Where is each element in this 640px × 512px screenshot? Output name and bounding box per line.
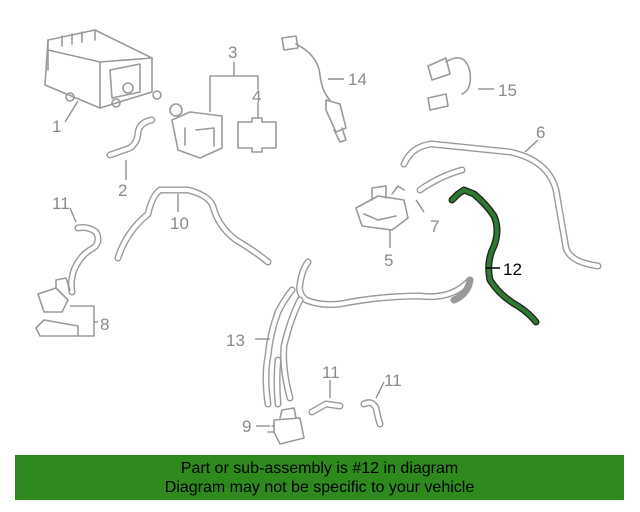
- part-10-hose[interactable]: [114, 186, 272, 266]
- callout-9: 9: [242, 417, 251, 436]
- banner-line-2: Diagram may not be specific to your vehi…: [164, 479, 475, 496]
- callout-11-right: 11: [384, 371, 402, 390]
- part-9-valve[interactable]: [267, 407, 305, 445]
- callout-2: 2: [118, 181, 127, 200]
- part-15-sensor[interactable]: [427, 56, 472, 111]
- part-11-hose-left[interactable]: [67, 224, 102, 296]
- callout-8: 8: [100, 315, 109, 334]
- parts-diagram: 1 2 3 4 14 15 6: [35, 29, 602, 445]
- callout-3: 3: [228, 43, 237, 62]
- part-8-valve-bracket[interactable]: [35, 277, 79, 337]
- callout-6: 6: [536, 123, 545, 142]
- part-2-hose[interactable]: [106, 116, 156, 159]
- part-3-valve[interactable]: [169, 103, 223, 159]
- callout-12: 12: [503, 260, 522, 279]
- callout-13: 13: [226, 331, 245, 350]
- part-11-hose-right[interactable]: [360, 399, 384, 428]
- callout-5: 5: [384, 251, 393, 270]
- part-14-oxygen-sensor[interactable]: [281, 35, 347, 143]
- part-13-pipe-assembly[interactable]: [262, 258, 474, 408]
- part-12-hose-highlighted[interactable]: [448, 186, 540, 326]
- callout-10: 10: [170, 214, 189, 233]
- part-11-hose-middle[interactable]: [308, 400, 344, 416]
- callout-11-left: 11: [52, 194, 70, 213]
- part-4-bracket[interactable]: [237, 117, 277, 153]
- callout-14: 14: [348, 70, 367, 89]
- part-7-hose[interactable]: [416, 166, 466, 194]
- part-6-hose[interactable]: [400, 140, 602, 270]
- notice-banner: Part or sub-assembly is #12 in diagram D…: [15, 455, 624, 500]
- callout-1: 1: [52, 117, 61, 136]
- callout-11-middle: 11: [322, 363, 340, 382]
- part-5-valve[interactable]: [355, 185, 409, 231]
- callout-15: 15: [498, 81, 517, 100]
- callout-4: 4: [252, 87, 261, 106]
- callout-7: 7: [430, 217, 439, 236]
- part-1-canister[interactable]: [44, 29, 162, 109]
- banner-line-1: Part or sub-assembly is #12 in diagram: [180, 460, 459, 477]
